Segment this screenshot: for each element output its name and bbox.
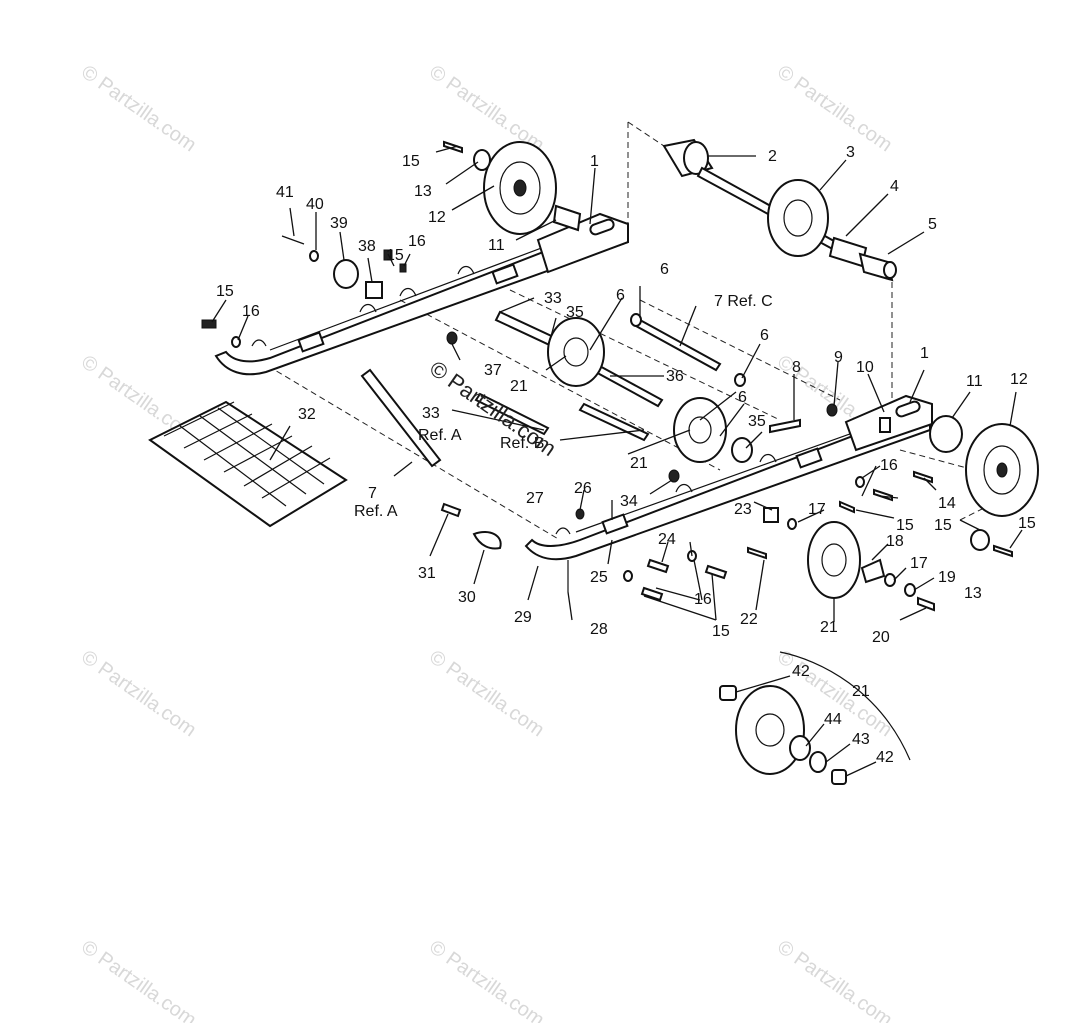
callout-35: 35 — [566, 304, 584, 321]
callout-24: 24 — [658, 531, 676, 548]
callout-17: 17 — [910, 555, 928, 572]
callout-43: 43 — [852, 731, 870, 748]
callout-12: 12 — [1010, 371, 1028, 388]
callout-35: 35 — [748, 413, 766, 430]
callout-27: 27 — [526, 490, 544, 507]
callout-25: 25 — [590, 569, 608, 586]
watermark: © Partzilla.com — [77, 936, 200, 1023]
watermark: © Partzilla.com — [77, 646, 200, 741]
callout-32: 32 — [298, 406, 316, 423]
callout-6: 6 — [738, 389, 747, 406]
callout-20: 20 — [872, 629, 890, 646]
rear-axle-assembly — [662, 138, 897, 282]
callout-17: 17 — [808, 501, 826, 518]
right-slide-rail — [524, 394, 933, 561]
callout-33: 33 — [544, 290, 562, 307]
callout-22: 22 — [740, 611, 758, 628]
callout-7-ref-c: 7 Ref. C — [714, 293, 773, 310]
wheel-exploded-assembly — [719, 651, 911, 785]
middle-idler-wheels — [547, 317, 753, 463]
callout-21: 21 — [630, 455, 648, 472]
callout-ref-b: Ref. B — [500, 435, 544, 452]
callout-11: 11 — [966, 373, 983, 390]
callout-16: 16 — [880, 457, 898, 474]
callout-6: 6 — [660, 261, 669, 278]
upper-left-idler-wheel — [443, 140, 582, 235]
callout-15: 15 — [712, 623, 730, 640]
watermark: © Partzilla.com — [425, 936, 548, 1023]
callout-38: 38 — [358, 238, 376, 255]
callout-7: 7 — [368, 485, 377, 502]
callout-37: 37 — [484, 362, 502, 379]
callout-21: 21 — [820, 619, 838, 636]
callout-15: 15 — [386, 247, 404, 264]
upper-left-hardware — [201, 235, 458, 348]
callout-15: 15 — [934, 517, 952, 534]
callout-5: 5 — [928, 216, 937, 233]
callout-29: 29 — [514, 609, 532, 626]
callout-11: 11 — [488, 237, 505, 254]
callout-1: 1 — [920, 345, 929, 362]
callout-28: 28 — [590, 621, 608, 638]
callout-6: 6 — [616, 287, 625, 304]
leader-lines — [211, 145, 1023, 777]
watermark: © Partzilla.com — [77, 61, 200, 156]
callout-9: 9 — [834, 349, 843, 366]
callout-16: 16 — [408, 233, 426, 250]
cross-shafts — [360, 310, 746, 468]
callout-ref-a: Ref. A — [418, 427, 462, 444]
callout-19: 19 — [938, 569, 956, 586]
callout-labels: 1 2 3 4 5 15 13 12 11 41 40 39 38 15 16 … — [216, 144, 1036, 766]
callout-15: 15 — [896, 517, 914, 534]
callout-ref-a: Ref. A — [354, 503, 398, 520]
callout-36: 36 — [666, 368, 684, 385]
callout-39: 39 — [330, 215, 348, 232]
callout-30: 30 — [458, 589, 476, 606]
callout-18: 18 — [886, 533, 904, 550]
callout-34: 34 — [620, 493, 638, 510]
left-slide-rail — [214, 212, 629, 376]
callout-15: 15 — [216, 283, 234, 300]
callout-21: 21 — [510, 378, 528, 395]
callout-12: 12 — [428, 209, 446, 226]
callout-10: 10 — [856, 359, 874, 376]
callout-31: 31 — [418, 565, 436, 582]
right-rear-idler-wheel — [913, 415, 1039, 558]
callout-23: 23 — [734, 501, 752, 518]
track-section — [148, 400, 348, 528]
callout-8: 8 — [792, 359, 801, 376]
callout-40: 40 — [306, 196, 324, 213]
callout-42: 42 — [876, 749, 894, 766]
callout-21: 21 — [852, 683, 870, 700]
callout-3: 3 — [846, 144, 855, 161]
lower-idler-wheel — [747, 403, 935, 612]
callout-15: 15 — [1018, 515, 1036, 532]
callout-1: 1 — [590, 153, 599, 170]
watermark: © Partzilla.com — [773, 61, 896, 156]
callout-13: 13 — [414, 183, 432, 200]
callout-4: 4 — [890, 178, 899, 195]
callout-13: 13 — [964, 585, 982, 602]
watermark: © Partzilla.com — [773, 936, 896, 1023]
callout-41: 41 — [276, 184, 294, 201]
callout-26: 26 — [574, 480, 592, 497]
callout-16: 16 — [242, 303, 260, 320]
watermark: © Partzilla.com — [425, 646, 548, 741]
callout-16: 16 — [694, 591, 712, 608]
callout-33: 33 — [422, 405, 440, 422]
callout-14: 14 — [938, 495, 956, 512]
callout-2: 2 — [768, 148, 777, 165]
callout-6: 6 — [760, 327, 769, 344]
lower-rail-hardware — [440, 469, 728, 602]
callout-15: 15 — [402, 153, 420, 170]
callout-44: 44 — [824, 711, 842, 728]
callout-42: 42 — [792, 663, 810, 680]
